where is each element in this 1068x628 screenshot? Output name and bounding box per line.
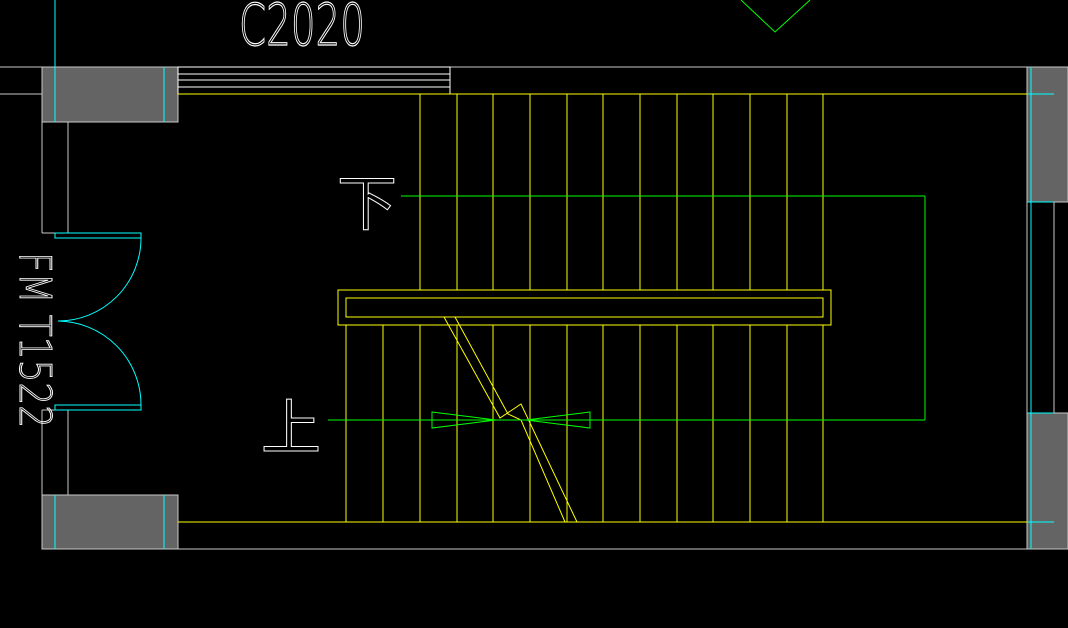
arrow-head-left	[431, 411, 497, 429]
walls	[0, 66, 1068, 550]
stair	[178, 93, 1027, 523]
double-door	[54, 232, 142, 411]
door-label: FM T1522	[9, 252, 60, 428]
column-right-bottom	[1026, 412, 1068, 550]
column-top-left	[41, 66, 179, 123]
stair-path-arrow	[328, 195, 926, 429]
stair-handrail	[337, 289, 832, 326]
door-window-layer	[54, 0, 1054, 549]
lower-flight-treads	[345, 325, 824, 522]
section-marker	[740, 0, 811, 33]
upper-flight-treads	[419, 94, 824, 290]
window	[177, 66, 451, 95]
column-right-top	[1026, 66, 1068, 203]
column-bottom-left	[41, 494, 179, 550]
stair-handrail-inner	[345, 297, 824, 318]
arrow-head-right	[525, 411, 591, 429]
stair-up-label: 上	[261, 394, 321, 464]
stair-break-line	[443, 316, 578, 523]
stair-down-label: 下	[337, 170, 397, 240]
window-label: C2020	[239, 0, 365, 59]
